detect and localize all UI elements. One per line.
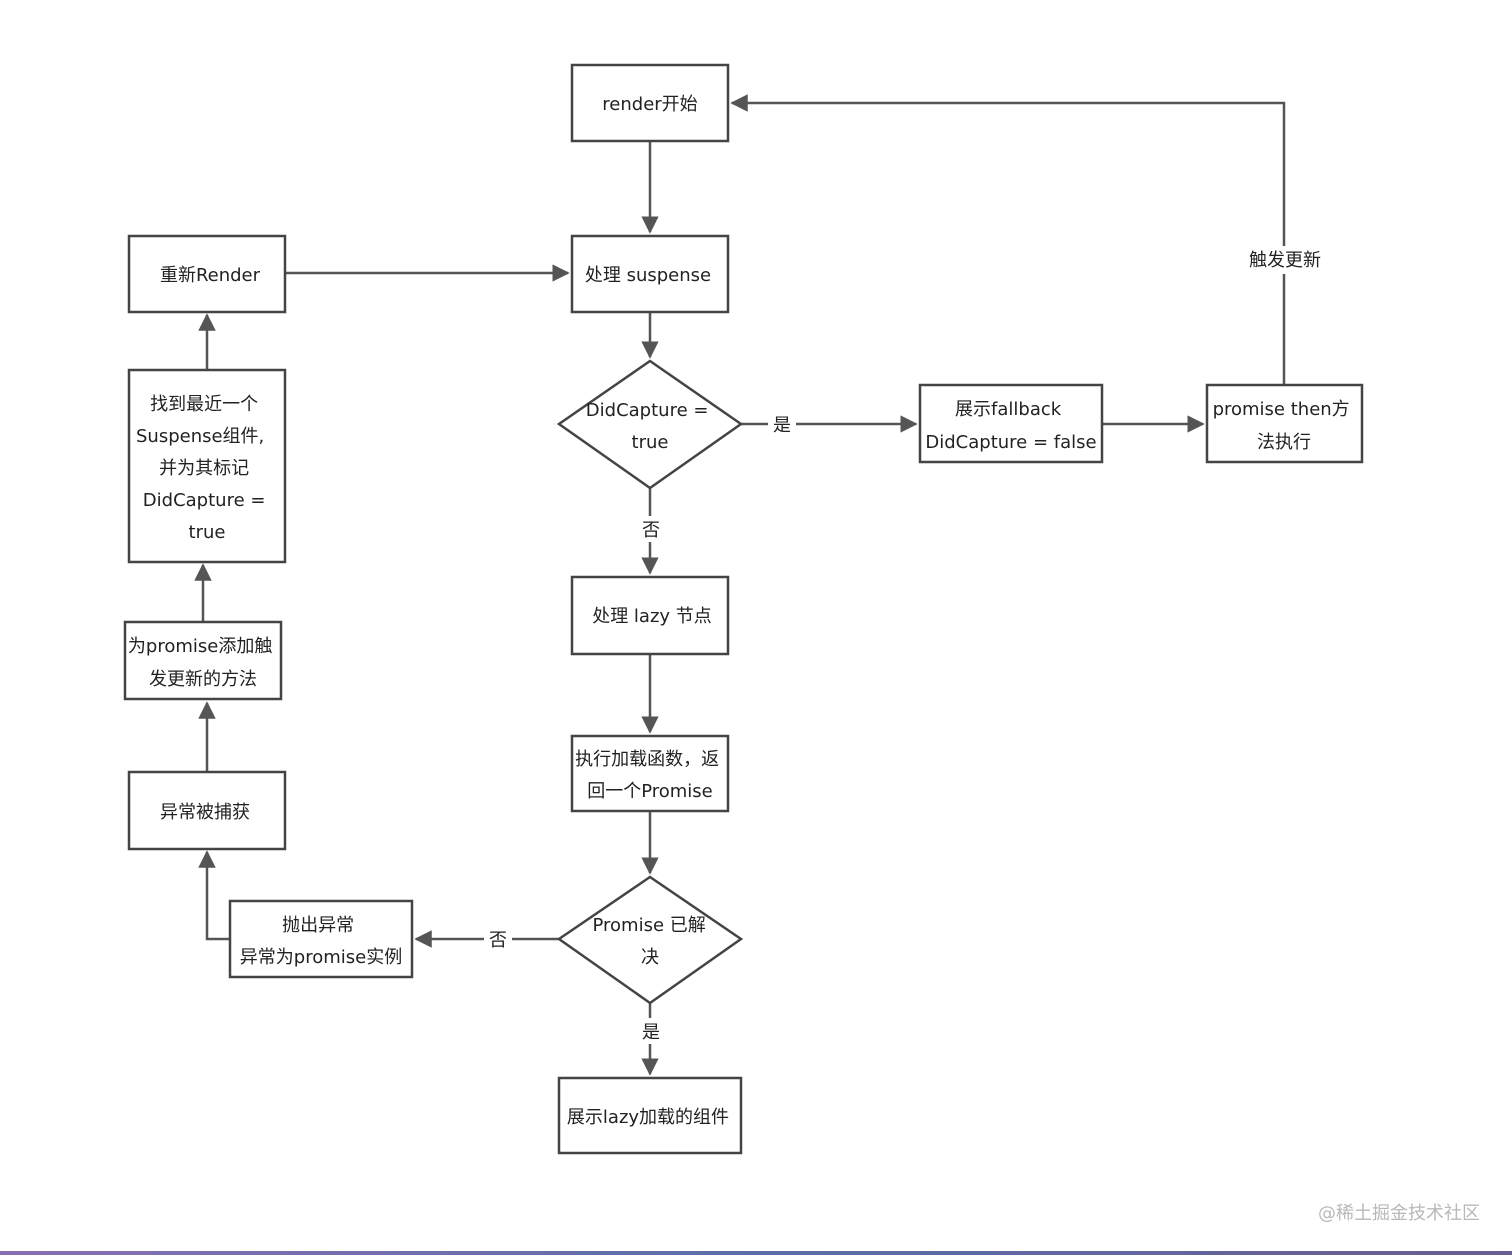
node-find-suspense: 找到最近一个 Suspense组件, 并为其标记 DidCapture = tr… [127,368,287,564]
node-error-caught: 异常被捕获 [127,770,287,851]
node-promise-resolved-decision: Promise 已解 决 [556,875,744,1005]
edge-labels: 是 否 触发更新 否 是 [484,246,1326,1044]
node-re-render: 重新Render [127,234,287,314]
node-throw-error: 抛出异常 异常为promise实例 [228,899,414,979]
node-show-fallback: 展示fallback DidCapture = false [918,383,1104,464]
node-render-start-label: render开始 [602,94,697,115]
label-yes-show: 是 [642,1022,660,1043]
node-promise-then: promise then方 法执行 [1205,383,1364,464]
node-promise-resolved-label: Promise 已解 决 [593,915,712,968]
node-exec-load-label: 执行加载函数，返 回一个Promise [575,749,725,802]
node-did-capture-decision: DidCapture = true [556,359,744,490]
node-throw-error-label: 抛出异常 异常为promise实例 [240,915,402,968]
node-show-lazy-label: 展示lazy加载的组件 [567,1107,729,1128]
watermark-text: @稀土掘金技术社区 [1318,1203,1480,1224]
label-yes-fallback: 是 [773,415,791,436]
node-error-caught-label: 异常被捕获 [160,802,250,823]
edge-throw-to-caught [198,850,230,941]
label-no-lazy: 否 [642,520,660,541]
node-add-method-label: 为promise添加触 发更新的方法 [128,636,278,690]
node-show-lazy-component: 展示lazy加载的组件 [557,1076,743,1155]
node-handle-lazy-label: 处理 lazy 节点 [592,606,712,627]
connectors [194,94,1286,1076]
node-add-method: 为promise添加触 发更新的方法 [123,620,283,701]
node-promise-then-label: promise then方 法执行 [1213,399,1356,453]
node-re-render-label: 重新Render [160,265,261,286]
node-handle-suspense-label: 处理 suspense [585,265,711,286]
bottom-accent-bar [0,1251,1512,1255]
edge-promise-then-to-render [730,94,1286,385]
node-show-fallback-label: 展示fallback DidCapture = false [925,399,1096,453]
node-exec-load: 执行加载函数，返 回一个Promise [570,734,730,813]
node-did-capture-label: DidCapture = true [586,400,714,453]
label-trigger-update: 触发更新 [1249,250,1321,271]
node-handle-suspense: 处理 suspense [570,234,730,314]
node-handle-lazy: 处理 lazy 节点 [570,575,730,656]
node-find-suspense-label: 找到最近一个 Suspense组件, 并为其标记 DidCapture = tr… [136,394,271,543]
node-render-start: render开始 [570,63,730,143]
label-no-throw: 否 [489,930,507,951]
